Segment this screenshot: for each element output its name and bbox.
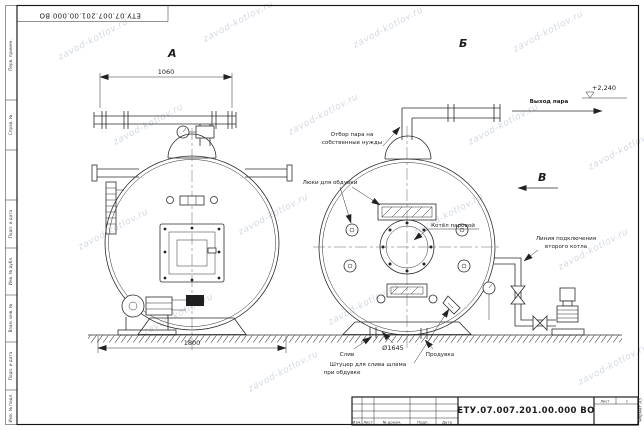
dim-diameter: Ø1645: [382, 344, 404, 352]
col-docnum: № докум.: [383, 420, 402, 425]
blowoff-hatch-bottom: [386, 283, 428, 298]
side-rails: [91, 164, 293, 182]
steam-outlet-pipe: [384, 104, 501, 160]
margin-label: Взам. инв. №: [8, 303, 13, 332]
margin-label: Перв. примен.: [8, 39, 13, 70]
col-izm: Изм.: [353, 420, 362, 425]
watermark-text: zavod-kotlov.ru: [351, 5, 426, 51]
flipped-doc-number-stamp: ЕТУ.07.007.201.00.000 ВО: [17, 5, 169, 22]
watermark-text: zavod-kotlov.ru: [56, 17, 131, 63]
title-block: Изм. Лист № докум. Подп. Дата ЕТУ.07.007…: [351, 396, 639, 426]
sight-glass: [166, 195, 218, 206]
own-needs-line1: Отбор пара на: [331, 132, 374, 138]
margin-label: Подп. и дата: [8, 209, 13, 238]
boiler-side-view: Б Выход пара +2,240: [303, 37, 627, 376]
margin-label: Инв. № подл.: [8, 394, 13, 423]
ground-line: [88, 334, 622, 343]
pressure-gauge-icon: [176, 125, 196, 139]
burner-fan-unit: [117, 294, 204, 336]
watermark-text: zavod-kotlov.ru: [411, 192, 486, 238]
second-line-1: Линия подключения: [536, 236, 596, 242]
watermark-text: zavod-kotlov.ru: [246, 349, 321, 395]
dimension-diameter: Ø1645: [381, 331, 404, 352]
sheet-value: 1: [626, 399, 629, 404]
annotation-hatches: Люки для обдувки: [303, 180, 381, 224]
view-v-annotation: В: [517, 171, 558, 191]
annotation-sludge: Штуцер для слива шлама при обдувке: [324, 308, 450, 376]
annotation-drain: Слив: [340, 336, 372, 358]
sheet-frame: [5, 4, 640, 426]
furnace-door: [159, 223, 225, 283]
col-list: Лист: [363, 420, 373, 425]
col-data: Дата: [442, 420, 452, 425]
dimension-1060: 1060: [99, 68, 233, 108]
feed-pump: [551, 287, 585, 336]
dim-top-width: 1060: [158, 68, 175, 76]
annotation-blowdown: Продувка: [424, 339, 454, 358]
watermark-text: zavod-kotlov.ru: [201, 0, 276, 45]
view-b-label: Б: [459, 37, 467, 50]
shell-nozzles: [343, 223, 471, 304]
elevation-value: +2,240: [592, 84, 616, 92]
watermark-text: zavod-kotlov.ru: [466, 102, 541, 148]
margin-label: Инв. № дубл.: [8, 257, 13, 286]
sludge-fitting: [442, 295, 461, 315]
watermark-text: zavod-kotlov.ru: [111, 102, 186, 148]
sheet-label: Лист: [600, 399, 610, 404]
bottom-stubs: [369, 327, 428, 339]
watermark-text: zavod-kotlov.ru: [236, 192, 311, 238]
second-line-2: второго котла: [545, 244, 587, 250]
format-note: Формат А3: [638, 398, 643, 422]
water-level-column: [105, 181, 124, 235]
elevation-mark: +2,240: [582, 84, 627, 99]
sludge-line1: Штуцер для слива шлама: [330, 362, 406, 368]
annotation-second-line: Линия подключения второго котла: [523, 236, 596, 262]
annotation-own-needs: Отбор пара на собственные нужды: [322, 126, 401, 147]
sludge-line2: при обдувке: [324, 370, 361, 376]
side-saddle: [342, 321, 472, 335]
watermark-text: zavod-kotlov.ru: [326, 282, 401, 328]
boiler-label: Котёл паровой: [431, 222, 475, 229]
watermark-text: zavod-kotlov.ru: [76, 207, 151, 253]
doc-number: ЕТУ.07.007.201.00.000 ВО: [457, 406, 594, 416]
front-saddle: [137, 317, 247, 335]
watermark-text: zavod-kotlov.ru: [556, 227, 631, 273]
watermark-text: zavod-kotlov.ru: [576, 342, 644, 388]
view-v-label: В: [538, 171, 546, 184]
doc-number-flipped: ЕТУ.07.007.201.00.000 ВО: [39, 12, 141, 20]
watermark-text: zavod-kotlov.ru: [511, 9, 586, 55]
left-margin-strip: Перв. примен. Справ. № Подп. и дата Инв.…: [5, 39, 17, 423]
blowdown-label: Продувка: [426, 352, 454, 358]
drain-label: Слив: [340, 352, 354, 358]
feed-piping: [482, 257, 556, 331]
dim-base-width: 1800: [184, 339, 201, 347]
margin-label: Справ. №: [8, 114, 13, 135]
steam-out-annotation: Выход пара: [512, 99, 603, 114]
margin-label: Подп. и дата: [8, 351, 13, 380]
view-a-label: А: [167, 47, 177, 60]
annotation-boiler: Котёл паровой: [413, 222, 479, 241]
dimension-1800: 1800: [97, 336, 287, 353]
hatches-label: Люки для обдувки: [303, 180, 358, 186]
watermark-text: zavod-kotlov.ru: [586, 127, 644, 173]
manhole: [379, 219, 435, 275]
col-podp: Подп.: [417, 420, 429, 425]
steam-out-label: Выход пара: [530, 99, 569, 105]
boiler-front-view: А 1060: [91, 47, 293, 353]
own-needs-line2: собственные нужды: [322, 140, 382, 146]
